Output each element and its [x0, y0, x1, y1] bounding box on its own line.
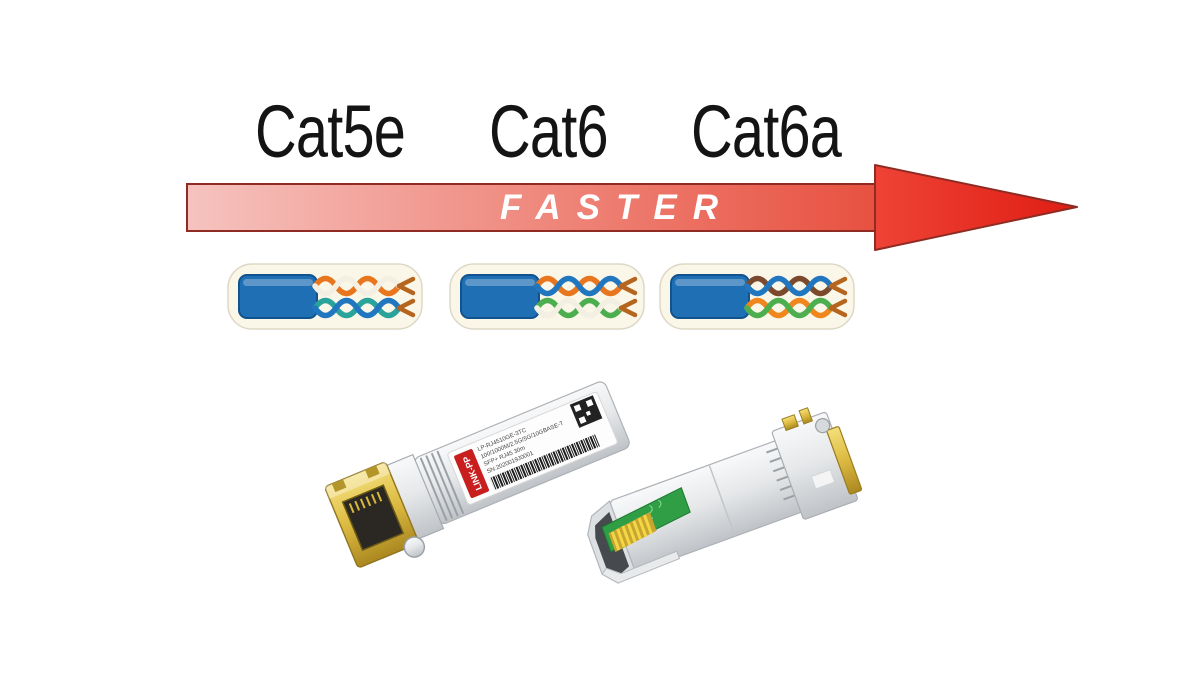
- wire: [312, 297, 402, 319]
- body-ribs: [419, 450, 465, 522]
- wire: [744, 275, 834, 297]
- wire: [534, 275, 624, 297]
- barcode: [489, 434, 600, 491]
- body-ribs: [766, 447, 796, 501]
- copper-wire-tips: [396, 276, 416, 318]
- cat6-label: Cat6: [489, 90, 609, 173]
- open-front-end: [587, 487, 691, 584]
- cat5e-label: Cat5e: [255, 90, 406, 173]
- gold-top-clip: [798, 407, 813, 425]
- wire: [312, 275, 402, 297]
- gold-fingers: [608, 512, 657, 553]
- gold-side-latch: [826, 426, 863, 495]
- wire: [534, 297, 624, 319]
- small-sticker: [810, 469, 836, 490]
- wire: [744, 297, 834, 319]
- module-label: LINK-PP LP-RJ4510GE-3TC 100/1000M/2.5G/5…: [447, 391, 618, 505]
- speed-arrow: FASTER: [180, 158, 1085, 258]
- cable-jacket: [670, 274, 750, 319]
- jacket-highlight: [675, 279, 745, 286]
- rear-rj45-block: [771, 407, 863, 520]
- rj45-connector: [324, 461, 426, 568]
- brand-logo: [454, 449, 489, 499]
- cat6a-label: Cat6a: [691, 90, 842, 173]
- bail-roller: [403, 536, 426, 558]
- faster-label: FASTER: [500, 188, 734, 227]
- pcb-edge-connector: [601, 487, 691, 553]
- cable-jacket: [238, 274, 318, 319]
- cat6a-cable-card: [659, 263, 855, 331]
- arrow-head: [874, 164, 1078, 251]
- sfp-module-front-view: LINK-PP LP-RJ4510GE-3TC 100/1000M/2.5G/5…: [295, 358, 645, 598]
- qr-code: [569, 395, 603, 428]
- latch-pivot: [815, 418, 831, 434]
- copper-wire-tips: [828, 276, 848, 318]
- rj45-port-opening: [341, 484, 405, 552]
- jacket-highlight: [243, 279, 313, 286]
- cat5e-cable-card: [227, 263, 423, 331]
- copper-wire-tips: [618, 276, 638, 318]
- gold-top-clip: [781, 414, 799, 432]
- cat6-cable-card: [449, 263, 645, 331]
- jacket-highlight: [465, 279, 535, 286]
- cable-jacket: [460, 274, 540, 319]
- rj45-pins: [348, 491, 383, 514]
- sfp-module-rear-view: [568, 355, 918, 600]
